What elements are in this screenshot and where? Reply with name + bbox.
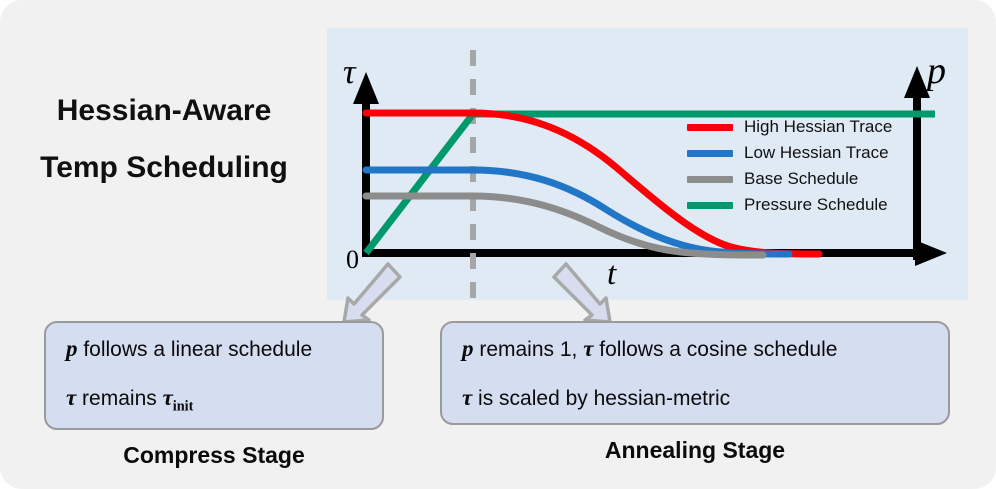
stage-annealing-line-2: τ is scaled by hessian-metric (462, 385, 731, 410)
legend-label: Pressure Schedule (744, 195, 888, 214)
legend-swatch-high-hessian-trace (687, 123, 733, 131)
stage-annealing-caption: Annealing Stage (604, 437, 786, 463)
title-line-2: Temp Scheduling (40, 151, 288, 184)
title-line-1: Hessian-Aware (56, 94, 272, 127)
legend-label: High Hessian Trace (744, 117, 893, 136)
legend-swatch-low-hessian-trace (687, 149, 733, 157)
legend-label: Base Schedule (744, 169, 859, 188)
stage-annealing-line-1: p remains 1, τ follows a cosine schedule (462, 336, 838, 361)
schedule-chart-panel: τ t p 0 High Hessian Trace Low Hessian T… (327, 28, 968, 300)
page-title: Hessian-Aware Temp Scheduling (14, 96, 314, 183)
x-axis-label: t (607, 256, 617, 292)
legend-item: High Hessian Trace (687, 116, 892, 138)
stage-compress-box: p follows a linear schedule τ remains τi… (44, 321, 384, 430)
y-axis (353, 72, 379, 253)
stage-compress: p follows a linear schedule τ remains τi… (44, 321, 384, 469)
legend-swatch-base-schedule (687, 175, 733, 183)
stage-compress-line-1: p follows a linear schedule (66, 336, 313, 361)
stage-annealing-box: p remains 1, τ follows a cosine schedule… (440, 321, 950, 425)
p-axis-label: p (927, 50, 946, 92)
connector-arrow-annealing-icon (552, 262, 612, 324)
p-axis (904, 66, 930, 260)
stage-annealing: p remains 1, τ follows a cosine schedule… (440, 321, 950, 464)
legend-item: Base Schedule (687, 168, 892, 190)
connector-arrow-compress-icon (342, 262, 402, 324)
origin-label: 0 (346, 245, 359, 274)
legend-label: Low Hessian Trace (744, 143, 889, 162)
legend-swatch-pressure-schedule (687, 201, 733, 209)
chart-legend: High Hessian Trace Low Hessian Trace Bas… (687, 116, 892, 216)
schedule-chart-svg (353, 50, 947, 300)
x-axis (362, 240, 947, 266)
y-axis-label: τ (343, 52, 356, 91)
stage-compress-line-2: τ remains τinit (66, 385, 194, 415)
legend-item: Low Hessian Trace (687, 142, 892, 164)
legend-item: Pressure Schedule (687, 194, 892, 216)
stage-compress-caption: Compress Stage (123, 441, 305, 468)
series-base-schedule (362, 192, 767, 259)
